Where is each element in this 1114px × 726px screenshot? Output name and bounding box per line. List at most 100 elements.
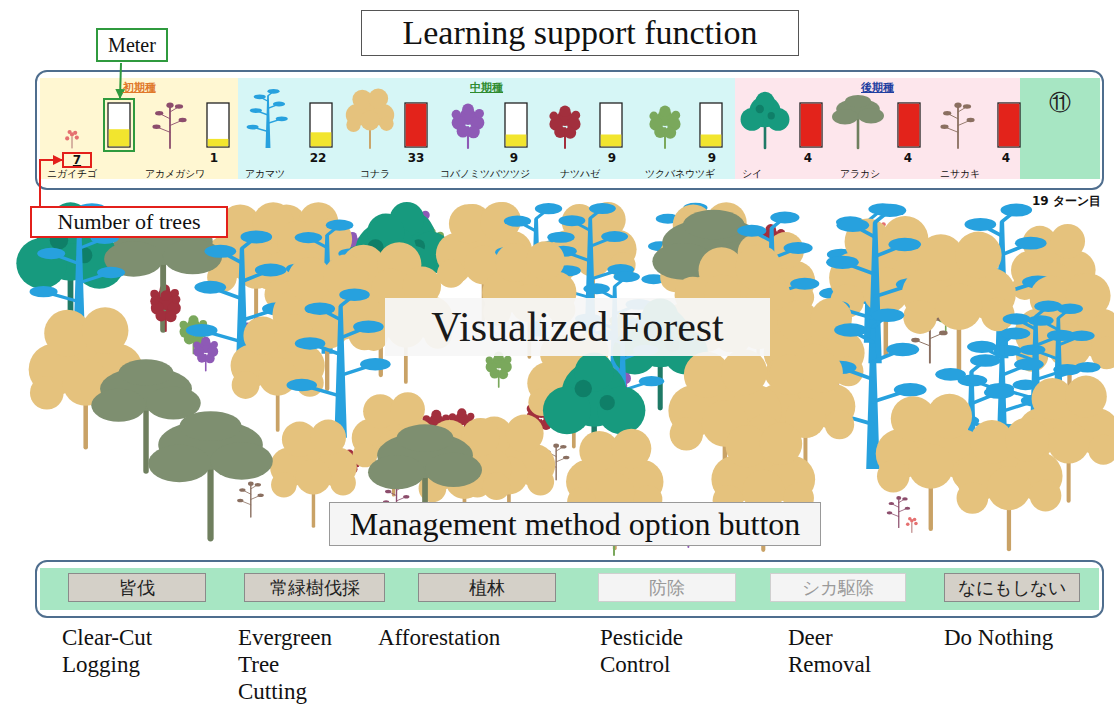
turn-number-box: ⑪ [1020, 78, 1100, 179]
turn-counter: 19 ターン目 [1032, 193, 1101, 210]
node-text: 植林 [469, 576, 505, 600]
tree-part [273, 102, 285, 107]
tree-part [170, 107, 179, 112]
pointer-arrow [40, 160, 62, 206]
tree-part [802, 352, 843, 393]
tree-part [257, 493, 263, 497]
node-text: Visualized Forest [431, 303, 724, 351]
node-text: 防除 [649, 576, 685, 600]
tree-part [896, 496, 901, 500]
tree-part [563, 456, 569, 460]
tree-part [1005, 418, 1049, 462]
tree-part [649, 117, 663, 131]
tree-part [947, 113, 958, 118]
tree-part [954, 103, 961, 108]
tree-part [73, 131, 77, 135]
meter-frame [310, 103, 332, 147]
tree-part [470, 116, 484, 130]
tree-part [906, 522, 910, 526]
tree-part [211, 341, 218, 348]
tree-part [908, 444, 953, 489]
tree-part [486, 357, 493, 364]
tree-part [172, 295, 180, 303]
button-caption: Pesticide Control [600, 624, 712, 678]
species-name: ニサカキ [940, 167, 980, 181]
node-text: シカ駆除 [802, 576, 874, 600]
meter-highlight [104, 99, 134, 151]
tree-part [943, 111, 951, 116]
tree-count: 4 [904, 151, 912, 165]
option-button: 植林 [418, 573, 556, 602]
tree-part [355, 94, 385, 124]
tree-part [165, 311, 177, 323]
meter-frame [800, 103, 822, 147]
tree-part [654, 126, 666, 138]
meter-frame [405, 103, 427, 147]
tree-red [549, 106, 580, 148]
tree-part [756, 92, 775, 111]
option-button: 皆伐 [68, 573, 206, 602]
species-name: ナツハゼ [560, 167, 600, 181]
tree-part [564, 127, 576, 139]
tree-part [526, 241, 565, 280]
tree-part [152, 125, 160, 130]
tree-part [825, 410, 854, 439]
meter-frame [898, 103, 920, 147]
tree-part [193, 342, 200, 349]
tree-part [368, 455, 425, 489]
species-name: ニガイチゴ [47, 167, 97, 181]
tree-part [460, 108, 477, 125]
node-text: Number of trees [58, 209, 201, 235]
tree-part [1028, 315, 1054, 326]
tree-part [549, 117, 563, 131]
tree-part [886, 343, 919, 356]
tree-part [845, 95, 871, 107]
tree-part [504, 356, 511, 363]
tree-part [857, 117, 860, 148]
tree-part [258, 357, 297, 396]
tree-part [68, 130, 72, 134]
tree-part [157, 127, 171, 132]
tree-part [670, 417, 703, 450]
tree-part [575, 380, 592, 397]
tree-part [170, 120, 183, 125]
tree-part [1003, 313, 1031, 324]
tree-part [286, 379, 317, 391]
tree-part [151, 296, 159, 304]
tree-part [613, 271, 639, 282]
tree-part [667, 117, 681, 131]
tree-part [247, 125, 259, 130]
tree-part [683, 210, 744, 239]
tree-part [832, 109, 858, 125]
tree-part [483, 472, 511, 500]
tree-part [737, 225, 766, 237]
tree-part [1047, 330, 1075, 341]
tree-part [268, 91, 274, 95]
tree-part [902, 497, 908, 500]
tree-part [874, 204, 907, 217]
tree-part [549, 112, 558, 121]
tree-count: 9 [708, 151, 716, 165]
tree-part [250, 108, 262, 113]
tree-part [425, 453, 482, 487]
tree-part [877, 460, 910, 493]
tree-part [437, 260, 465, 288]
tree-part [970, 354, 1001, 367]
leader-line [120, 63, 121, 98]
meter-fill [601, 135, 622, 147]
species-name: ツクバネウツギ [645, 167, 715, 181]
button-caption: Clear-Cut Logging [62, 624, 182, 678]
tree-part [1048, 422, 1090, 464]
species-name: コナラ [360, 167, 390, 181]
tree-part [756, 105, 764, 113]
meter-frame [108, 103, 130, 147]
tree-part [237, 499, 243, 503]
tree-part [1030, 480, 1062, 512]
late-species-band: 後期種 [735, 78, 1020, 179]
tree-part [296, 459, 332, 495]
meter-fill [208, 139, 229, 146]
tree-part [295, 337, 326, 349]
tree-part [498, 369, 508, 379]
early-species-band: 初期種7 [40, 78, 238, 179]
